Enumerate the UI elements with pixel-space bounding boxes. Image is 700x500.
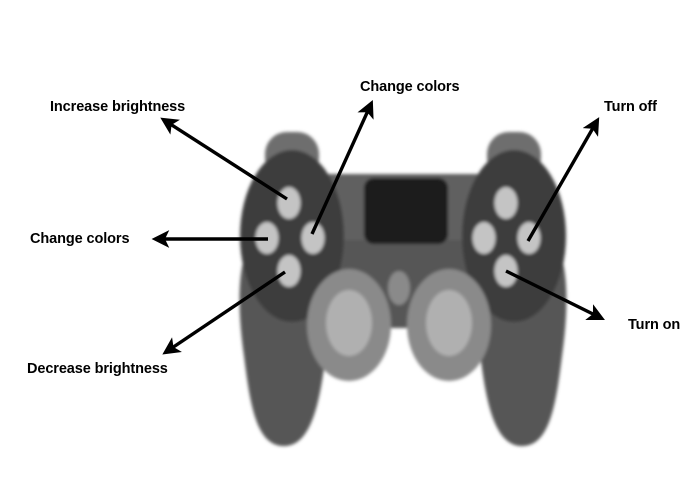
annotation-label-change-colors-left: Change colors xyxy=(30,231,130,247)
annotation-label-change-colors-top: Change colors xyxy=(360,79,460,95)
left-analog-stick xyxy=(326,290,372,356)
touchpad xyxy=(364,178,448,244)
annotation-arrow-layer xyxy=(151,99,605,355)
annotation-arrow-increase-brightness xyxy=(160,117,288,201)
annotation-arrow-turn-off xyxy=(526,117,600,242)
ps-home-button xyxy=(388,271,410,305)
annotation-arrow-turn-on xyxy=(505,269,605,321)
annotation-label-decrease-brightness: Decrease brightness xyxy=(27,361,168,377)
dpad-down-button xyxy=(277,255,301,287)
annotation-arrow-change-colors-top xyxy=(310,99,374,235)
face-left-button xyxy=(472,222,496,254)
annotation-label-increase-brightness: Increase brightness xyxy=(50,99,186,115)
annotation-label-turn-on: Turn on xyxy=(628,317,681,333)
controller-graphic xyxy=(239,132,567,447)
dpad-right-button xyxy=(301,222,325,254)
right-button-cluster-pad xyxy=(462,150,566,322)
face-up-button xyxy=(494,187,518,219)
annotation-arrow-decrease-brightness xyxy=(162,270,286,355)
annotation-label-turn-off: Turn off xyxy=(604,99,657,115)
right-analog-stick xyxy=(426,290,472,356)
dpad-up-button xyxy=(277,187,301,219)
left-button-cluster-pad xyxy=(240,150,344,322)
